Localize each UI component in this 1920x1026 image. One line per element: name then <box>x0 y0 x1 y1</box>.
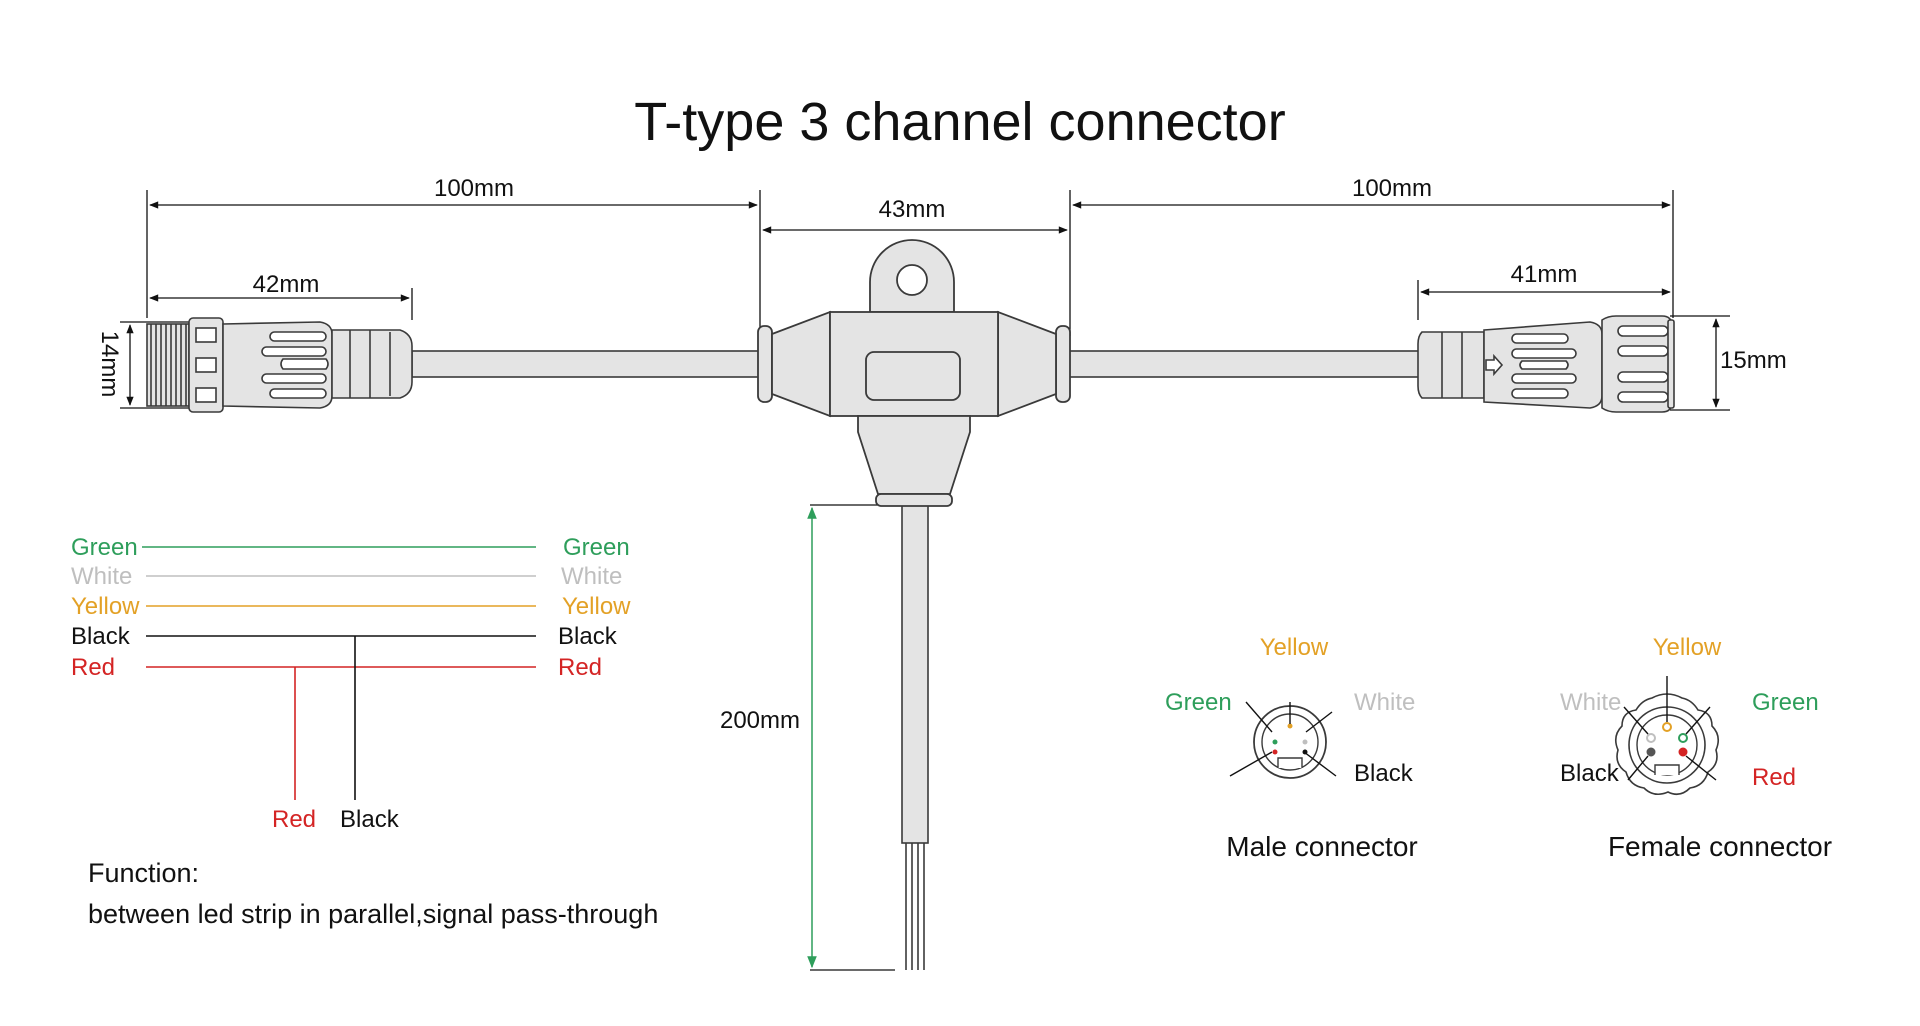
grip-slots-female <box>1511 333 1577 399</box>
dim-right-cable: 100mm <box>1352 175 1432 202</box>
wire-label-right-yellow: Yellow <box>562 593 631 620</box>
female-pin-white: White <box>1560 689 1621 716</box>
branch-label-black: Black <box>340 806 400 833</box>
female-pin-face <box>1614 676 1720 796</box>
female-pin-yellow: Yellow <box>1653 634 1722 661</box>
female-connector-caption: Female connector <box>1608 831 1832 862</box>
wire-label-left-white: White <box>71 563 132 590</box>
wire-label-left-yellow: Yellow <box>71 593 140 620</box>
wire-label-right-white: White <box>561 563 622 590</box>
dimension-lines <box>120 190 1730 411</box>
dim-body-width: 43mm <box>879 196 946 223</box>
male-connector-caption: Male connector <box>1226 831 1417 862</box>
wire-label-right-red: Red <box>558 654 602 681</box>
drop-cable-wires <box>905 843 925 970</box>
wire-label-left-red: Red <box>71 654 115 681</box>
dimension-200mm-line <box>807 504 895 971</box>
t-junction-body <box>757 239 1071 507</box>
wiring-right-labels: Green White Yellow Black Red <box>558 534 631 681</box>
dim-female-height: 15mm <box>1720 347 1787 374</box>
female-connector <box>1417 315 1675 413</box>
male-pin-green: Green <box>1165 689 1232 716</box>
wiring-lines <box>142 546 536 800</box>
male-pin-black: Black <box>1354 760 1414 787</box>
wire-label-right-green: Green <box>563 534 630 561</box>
wire-label-right-black: Black <box>558 623 618 650</box>
dim-female-length: 41mm <box>1511 261 1578 288</box>
wire-label-left-black: Black <box>71 623 131 650</box>
male-pin-yellow: Yellow <box>1260 634 1329 661</box>
male-connector <box>146 317 413 413</box>
dim-male-height: 14mm <box>96 331 123 398</box>
function-heading: Function: <box>88 858 199 888</box>
male-pin-face <box>1229 701 1337 779</box>
function-text: between led strip in parallel,signal pas… <box>88 899 658 929</box>
diagram-title: T-type 3 channel connector <box>634 92 1285 152</box>
dim-drop-cable: 200mm <box>720 707 800 734</box>
dim-left-cable: 100mm <box>434 175 514 202</box>
female-pin-green: Green <box>1752 689 1819 716</box>
branch-label-red: Red <box>272 806 316 833</box>
cables <box>411 350 1423 844</box>
grip-slots <box>261 331 329 399</box>
female-pin-black: Black <box>1560 760 1620 787</box>
wiring-left-labels: Green White Yellow Black Red <box>71 534 140 681</box>
thread-ridges <box>150 324 187 406</box>
female-pin-red: Red <box>1752 764 1796 791</box>
wire-label-left-green: Green <box>71 534 138 561</box>
dim-male-length: 42mm <box>253 271 320 298</box>
male-pin-white: White <box>1354 689 1415 716</box>
